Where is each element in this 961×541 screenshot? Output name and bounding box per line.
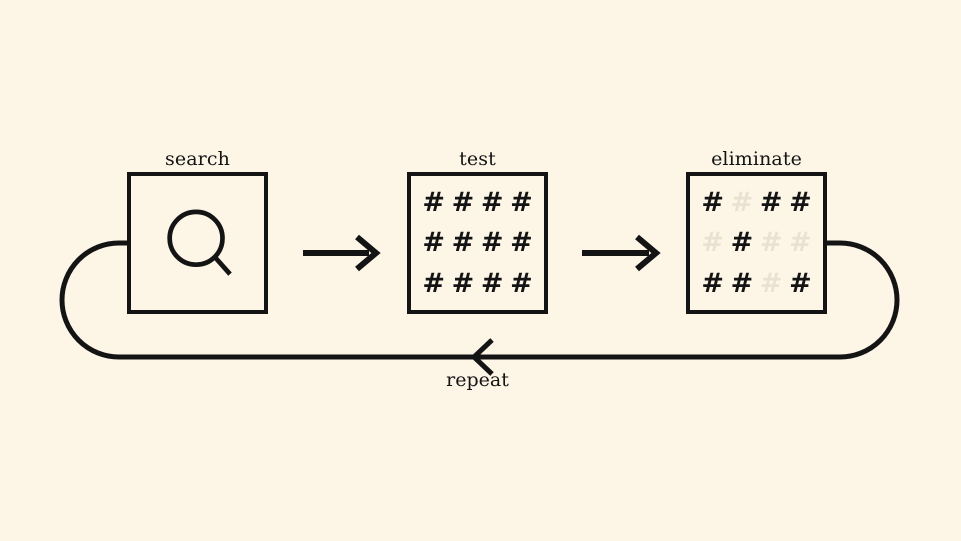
hash-cell: # [730,186,754,218]
hash-cell: # [451,268,475,300]
hash-cell: # [480,268,504,300]
hash-grid-eliminate: ############ [690,176,823,310]
hash-cell: # [510,186,533,218]
hash-cell: # [759,227,783,259]
hash-cell: # [422,268,445,300]
hash-cell: # [701,268,724,300]
hash-cell: # [422,227,445,259]
hash-cell: # [480,186,504,218]
hash-cell: # [789,227,812,259]
loop-path-right [147,240,900,360]
hash-cell: # [701,186,724,218]
hash-cell: # [730,227,754,259]
stage-label-test: test [459,148,496,170]
hash-cell: # [701,227,724,259]
hash-grid-test: ############ [411,176,544,310]
hash-cell: # [510,268,533,300]
stage-box-eliminate[interactable]: ############ [686,172,827,314]
connector-test-to-eliminate [582,234,661,272]
hash-cell: # [730,268,754,300]
arrowhead-right-icon [635,234,661,272]
hash-cell: # [451,186,475,218]
hash-cell: # [451,227,475,259]
stage-box-test[interactable]: ############ [407,172,548,314]
arrowhead-right-icon [355,234,381,272]
hash-cell: # [510,227,533,259]
connector-eliminate-to-search [59,240,900,376]
hash-cell: # [759,186,783,218]
stage-label-eliminate: eliminate [711,148,802,170]
hash-cell: # [789,186,812,218]
magnifier-icon [167,209,232,276]
hash-cell: # [480,227,504,259]
loop-path-left [59,240,147,360]
stage-box-search[interactable] [127,172,268,314]
hash-cell: # [759,268,783,300]
hash-cell: # [789,268,812,300]
hash-cell: # [422,186,445,218]
stage-label-search: search [165,148,230,170]
connector-search-to-test [303,234,381,272]
loop-arrowhead-left-icon [470,338,494,376]
loop-label-repeat: repeat [446,369,509,391]
